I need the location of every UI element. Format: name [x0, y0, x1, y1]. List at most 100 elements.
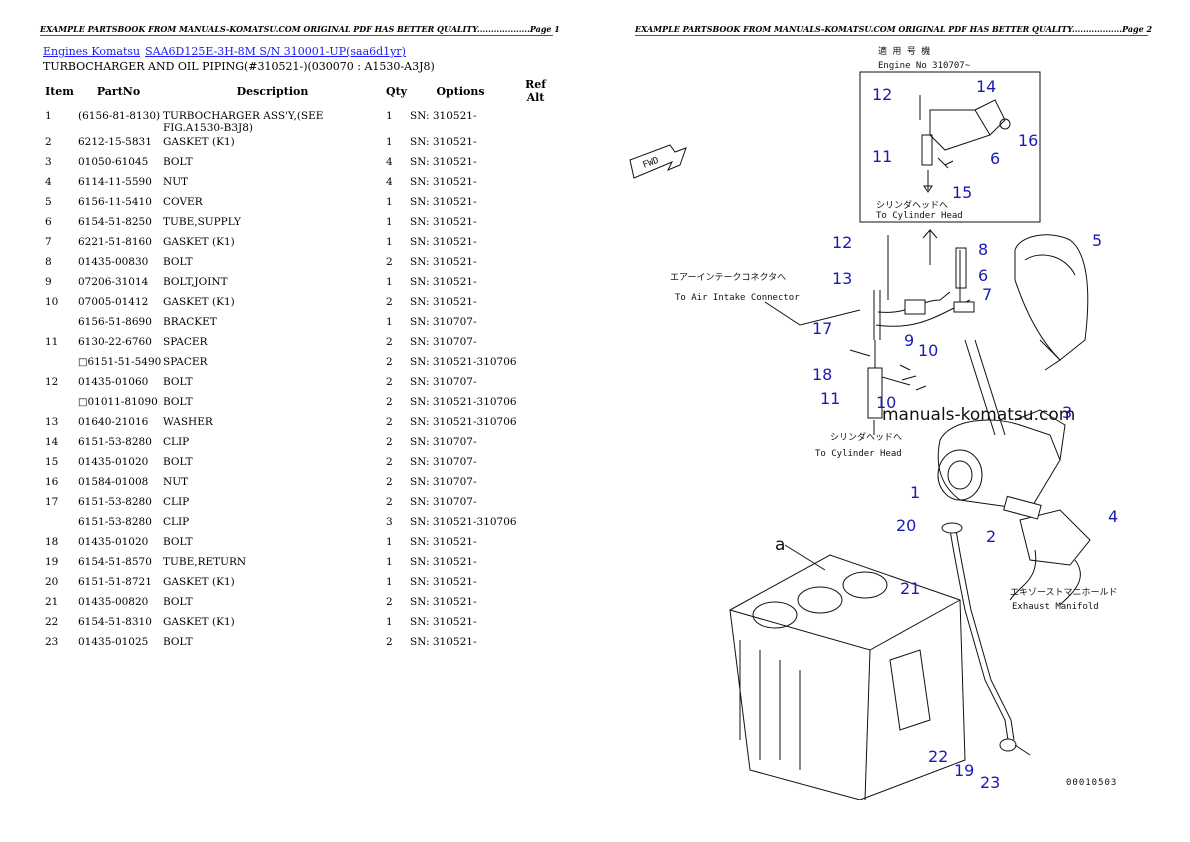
- cell-qty-text: 2: [386, 376, 393, 388]
- cell-partno-text: 6221-51-8160: [78, 236, 152, 248]
- cell-partno: 07005-01412: [76, 294, 161, 314]
- cell-partno: 01435-01020: [76, 534, 161, 554]
- cell-partno-text: 6212-15-5831: [78, 136, 152, 148]
- cell-item: 1: [43, 108, 76, 134]
- cell-ref-alt: [513, 414, 558, 434]
- inset-spacer: [921, 134, 933, 166]
- cell-item: 6: [43, 214, 76, 234]
- cell-partno-text: 01011-81090: [87, 396, 158, 408]
- cell-item-text: 14: [45, 436, 59, 448]
- callout-10-lower: 10: [876, 393, 896, 412]
- cell-ref-alt: [513, 474, 558, 494]
- cell-partno-text: 01050-61045: [78, 156, 149, 168]
- cell-options-text: SN: 310521-310706: [410, 396, 517, 408]
- cell-description-text: BOLT: [163, 596, 193, 608]
- callout-17: 17: [812, 319, 832, 338]
- cell-item-text: 2: [45, 136, 52, 148]
- cell-ref-alt: [513, 108, 558, 134]
- cell-qty: 1: [384, 534, 408, 554]
- callout-8: 8: [978, 240, 988, 259]
- callout-19: 19: [954, 761, 974, 780]
- cell-qty: 2: [384, 394, 408, 414]
- cell-description-text: GASKET (K1): [163, 296, 235, 308]
- cell-partno: □6151-51-5490: [76, 354, 161, 374]
- cell-ref-alt: [513, 154, 558, 174]
- cell-partno: 01050-61045: [76, 154, 161, 174]
- cell-item: 14: [43, 434, 76, 454]
- cell-description-text: BOLT,JOINT: [163, 276, 228, 288]
- cell-partno-text: 6154-51-8310: [78, 616, 152, 628]
- cell-qty-text: 2: [386, 256, 393, 268]
- callout-1: 1: [910, 483, 920, 502]
- callout-4: 4: [1108, 507, 1118, 526]
- cell-qty: 1: [384, 554, 408, 574]
- callout-10: 10: [918, 341, 938, 360]
- cell-description-text: BOLT: [163, 456, 193, 468]
- inset-nut: [999, 118, 1011, 130]
- cell-qty-text: 2: [386, 296, 393, 308]
- cell-qty: 4: [384, 174, 408, 194]
- cell-item: [43, 394, 76, 414]
- cell-item: 4: [43, 174, 76, 194]
- table-row: 1(6156-81-8130)TURBOCHARGER ASS'Y,(SEE F…: [43, 108, 558, 134]
- cell-options: SN: 310521-: [408, 214, 513, 234]
- callout-3: 3: [1062, 403, 1072, 422]
- cell-description: WASHER: [161, 414, 384, 434]
- cell-item: 11: [43, 334, 76, 354]
- cell-partno: 6221-51-8160: [76, 234, 161, 254]
- cell-options: SN: 310521-: [408, 554, 513, 574]
- cell-qty: 1: [384, 108, 408, 134]
- cell-qty: 2: [384, 294, 408, 314]
- cell-options: SN: 310521-: [408, 134, 513, 154]
- cell-options: SN: 310521-310706: [408, 414, 517, 434]
- engine-block: [729, 554, 966, 801]
- cell-partno-text: 01640-21016: [78, 416, 149, 428]
- breadcrumb-link-engines[interactable]: Engines Komatsu: [43, 45, 141, 58]
- cell-partno-text: 07005-01412: [78, 296, 149, 308]
- cell-description: GASKET (K1): [161, 294, 384, 314]
- callout-12: 12: [832, 233, 852, 252]
- column-header-partno: PartNo: [96, 84, 141, 98]
- breadcrumb-link-model[interactable]: SAA6D125E-3H-8M S/N 310001-UP(saa6d1yr): [145, 45, 406, 58]
- inset-bracket: [919, 95, 991, 151]
- cell-partno: 6156-11-5410: [76, 194, 161, 214]
- bolt-8: [955, 247, 967, 289]
- turbo-cover: [1014, 234, 1089, 371]
- cell-qty-text: 1: [386, 316, 393, 328]
- cell-description-text: BOLT: [163, 256, 193, 268]
- cell-qty: 1: [384, 234, 408, 254]
- cell-item-text: 15: [45, 456, 59, 468]
- supply-tube: [873, 290, 881, 340]
- cell-options: SN: 310707-: [408, 374, 513, 394]
- cell-partno: 01584-01008: [76, 474, 161, 494]
- cell-qty-text: 2: [386, 456, 393, 468]
- cell-description: CLIP: [161, 514, 384, 534]
- cell-options: SN: 310521-: [408, 294, 513, 314]
- callout-22: 22: [928, 747, 948, 766]
- cell-qty-text: 1: [386, 216, 393, 228]
- cell-item: [43, 354, 76, 374]
- cell-item-text: 11: [45, 336, 59, 348]
- cell-ref-alt: [513, 434, 558, 454]
- cell-item-text: 22: [45, 616, 59, 628]
- cell-ref-alt: [513, 194, 558, 214]
- cell-partno-text: 6151-53-8280: [78, 516, 152, 528]
- callout-6: 6: [978, 266, 988, 285]
- cell-ref-alt: [513, 294, 558, 314]
- cell-qty-text: 1: [386, 576, 393, 588]
- cell-options-text: SN: 310707-: [410, 476, 477, 488]
- cell-description-text: SPACER: [163, 356, 208, 368]
- cell-options-text: SN: 310521-: [410, 256, 477, 268]
- cell-options-text: SN: 310521-310706: [410, 416, 517, 428]
- cell-item-text: 3: [45, 156, 52, 168]
- cell-partno-text: 01435-01020: [78, 456, 149, 468]
- cell-description-text: CLIP: [163, 496, 190, 508]
